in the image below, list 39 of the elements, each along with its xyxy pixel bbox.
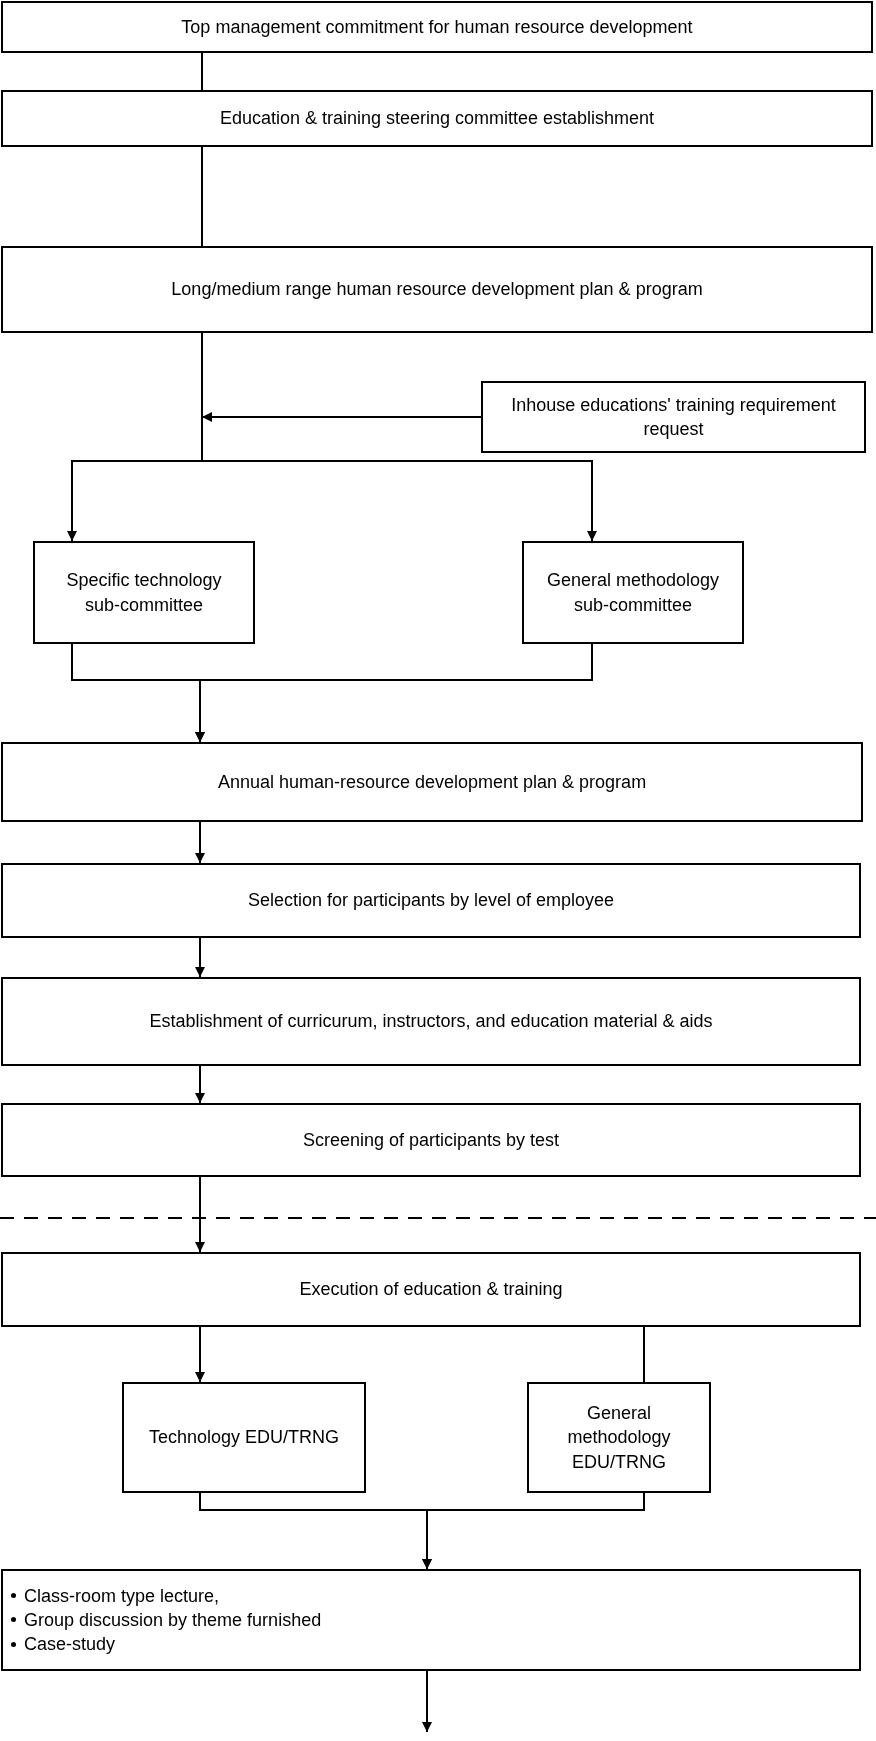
process-box <box>33 541 255 644</box>
process-box <box>1 863 861 938</box>
process-box <box>1 1103 861 1177</box>
box-label: Specific technology sub-committee <box>65 569 223 617</box>
box-label: Long/medium range human resource development plan & program <box>171 278 703 302</box>
process-box <box>481 381 866 453</box>
box-label: Education & training steering committee establishment <box>219 107 655 131</box>
box-label: Establishment of curricurum, instructors, and education material & aids <box>149 1010 713 1034</box>
list-item-text: Class-room type lecture, <box>24 1584 220 1608</box>
box-label: Top management commitment for human resource development <box>181 15 693 39</box>
process-box <box>1 742 863 822</box>
box-label: Annual human-resource development plan & program <box>217 770 647 794</box>
process-box <box>1 1252 861 1327</box>
connector-arrow <box>195 643 593 743</box>
box-label: Inhouse educations' training requirement request <box>510 393 837 441</box>
process-box <box>1 1569 861 1671</box>
box-label: Execution of education & training <box>299 1278 563 1302</box>
connector-arrow <box>195 1326 205 1383</box>
process-box <box>1 246 873 333</box>
box-label: Selection for participants by level of employee <box>247 889 615 913</box>
process-box <box>527 1382 711 1493</box>
process-box <box>1 977 861 1066</box>
list-item-text: Group discussion by theme furnished <box>24 1608 322 1632</box>
process-box <box>522 541 744 644</box>
connector-arrow <box>195 1065 205 1104</box>
list-item-text: Case-study <box>24 1633 116 1657</box>
box-label: Technology EDU/TRNG <box>148 1426 340 1450</box>
connector-arrow <box>195 821 205 864</box>
process-box <box>1 1 873 53</box>
connector-arrow <box>195 937 205 978</box>
connector-arrow <box>195 1176 205 1253</box>
box-label: General methodology EDU/TRNG <box>566 1402 672 1474</box>
box-label: General methodology sub-committee <box>545 569 721 617</box>
process-box <box>122 1382 366 1493</box>
connector-arrow <box>201 412 482 422</box>
connector-arrow <box>422 1492 645 1570</box>
box-label: Screening of participants by test <box>302 1128 560 1152</box>
process-box <box>1 90 873 147</box>
connector-arrow <box>422 1670 432 1733</box>
